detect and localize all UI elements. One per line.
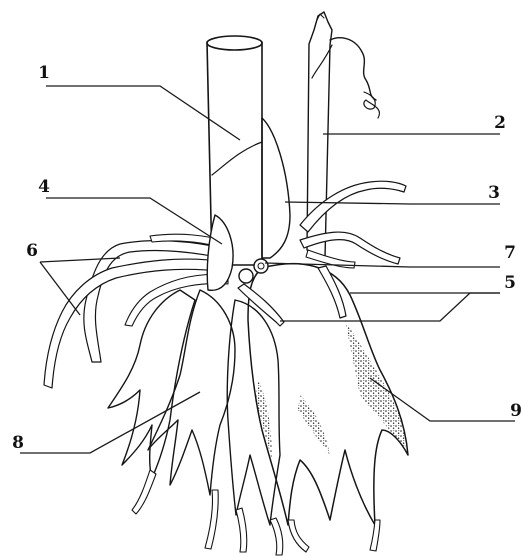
label-1: 1	[38, 63, 50, 83]
thin-roots-right	[300, 181, 406, 268]
label-5: 5	[504, 273, 516, 293]
adventitious-roots	[238, 266, 346, 326]
thin-roots-left	[44, 234, 232, 388]
label-9: 9	[510, 401, 522, 421]
label-3: 3	[488, 183, 500, 203]
label-6: 6	[26, 241, 38, 261]
label-7: 7	[504, 243, 516, 263]
label-4: 4	[38, 177, 50, 197]
bottom-roots	[132, 470, 380, 555]
label-8: 8	[12, 433, 24, 453]
label-2: 2	[494, 113, 506, 133]
